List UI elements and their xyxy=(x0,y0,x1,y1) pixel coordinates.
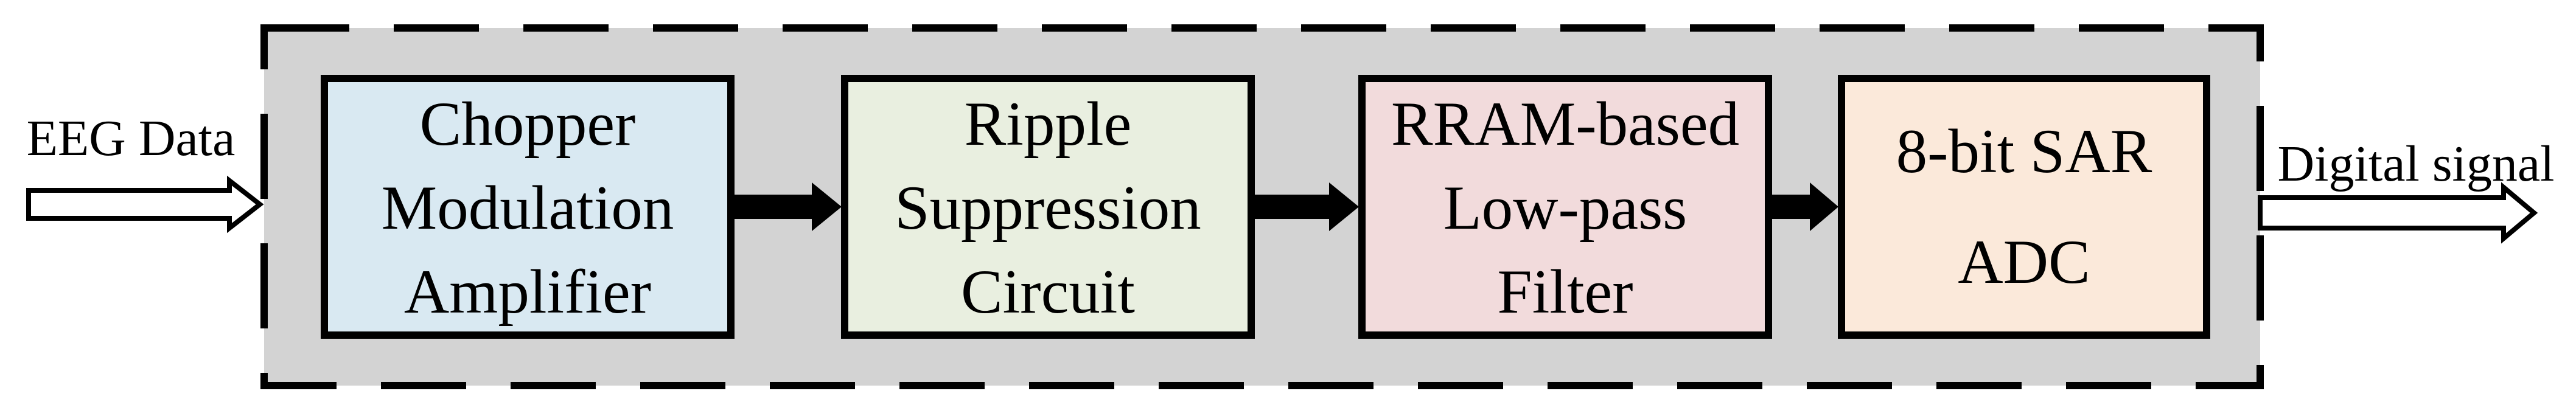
block-8-bit-sar-adc: 8-bit SAR ADC xyxy=(1838,75,2210,339)
flow-arrow-2-icon xyxy=(1255,182,1359,231)
output-signal-label: Digital signal xyxy=(2277,136,2555,192)
block-label-line: Suppression xyxy=(895,173,1201,243)
flow-arrow-3-icon xyxy=(1772,182,1838,231)
input-arrow-icon xyxy=(26,175,264,234)
input-signal-label: EEG Data xyxy=(26,110,236,167)
block-chopper-modulation-amplifier: Chopper Modulation Amplifier xyxy=(321,75,735,339)
block-label-line: Low-pass xyxy=(1443,173,1688,243)
block-ripple-suppression-circuit: Ripple Suppression Circuit xyxy=(841,75,1255,339)
block-label-line: Amplifier xyxy=(403,257,652,327)
block-label-line: 8-bit SAR xyxy=(1896,116,2152,186)
flow-arrow-1-icon xyxy=(735,182,842,231)
block-label-line: Filter xyxy=(1497,257,1633,327)
output-arrow-icon xyxy=(2258,182,2538,244)
block-label-line: Circuit xyxy=(960,257,1136,327)
block-label-line: Modulation xyxy=(381,173,674,243)
block-rram-based-low-pass-filter: RRAM-based Low-pass Filter xyxy=(1358,75,1772,339)
block-label-line: Chopper xyxy=(419,89,636,159)
block-label-line: RRAM-based xyxy=(1391,89,1740,159)
block-label-line: Ripple xyxy=(964,89,1132,159)
block-label-line: ADC xyxy=(1958,227,2090,297)
